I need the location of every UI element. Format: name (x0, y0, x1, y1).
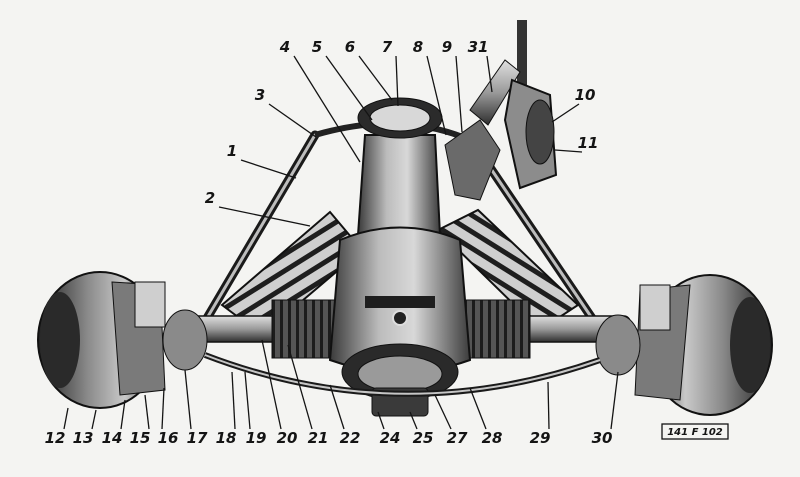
callout-leader-15 (144, 394, 150, 430)
callout-label-10: 10 (575, 86, 596, 104)
figure-code-text: 141 F 102 (667, 427, 723, 438)
callout-label-31: 31 (468, 38, 489, 56)
callout-leader-28 (469, 387, 487, 430)
callout-label-16: 16 (158, 429, 179, 447)
right-brake-drum (595, 274, 773, 416)
callout-label-5: 5 (312, 38, 322, 56)
callout-label-15: 15 (130, 429, 151, 447)
callout-leader-8 (426, 55, 447, 136)
callout-leader-31 (486, 55, 493, 93)
callout-leader-18 (231, 371, 236, 430)
drive-flange-assembly (444, 20, 558, 201)
callout-leader-29 (547, 381, 550, 430)
callout-leader-22 (329, 384, 345, 430)
leaf-springs (220, 208, 580, 337)
callout-leader-9 (455, 55, 463, 133)
callout-label-20: 20 (277, 429, 298, 447)
figure-code: 141 F 102 (661, 423, 729, 440)
callout-leader-1 (240, 159, 297, 179)
callout-label-6: 6 (345, 38, 355, 56)
callout-leader-20 (261, 339, 282, 430)
callout-label-24: 24 (380, 429, 401, 447)
callout-label-30: 30 (592, 429, 613, 447)
callout-leader-27 (434, 394, 452, 430)
callout-label-2: 2 (205, 189, 215, 207)
callout-label-3: 3 (255, 86, 265, 104)
callout-leader-17 (184, 369, 192, 430)
callout-leader-16 (161, 387, 165, 430)
callout-leader-3 (268, 103, 317, 138)
callout-leader-10 (551, 103, 580, 123)
callout-leader-11 (554, 149, 583, 153)
callout-leader-7 (395, 55, 399, 107)
callout-leader-2 (218, 206, 311, 227)
callout-leader-21 (287, 344, 313, 430)
callout-leader-25 (409, 411, 418, 430)
callout-leaders (63, 55, 619, 430)
callout-leader-14 (120, 399, 126, 430)
callout-label-19: 19 (246, 429, 267, 447)
callout-label-11: 11 (578, 134, 599, 152)
callout-label-28: 28 (482, 429, 503, 447)
callout-label-7: 7 (382, 38, 393, 56)
tie-rod (203, 352, 601, 397)
callout-leader-12 (63, 407, 69, 430)
callout-label-1: 1 (227, 142, 237, 160)
callout-leader-24 (377, 411, 385, 430)
callout-label-12: 12 (45, 429, 66, 447)
left-brake-drum (37, 271, 208, 409)
callout-label-17: 17 (187, 429, 208, 447)
callout-label-8: 8 (413, 38, 423, 56)
callout-label-4: 4 (279, 38, 290, 56)
callout-leader-30 (610, 371, 619, 430)
callout-label-29: 29 (530, 429, 551, 447)
callout-leader-19 (244, 371, 251, 430)
callout-leader-5 (325, 55, 373, 121)
callout-label-21: 21 (308, 429, 329, 447)
callout-label-13: 13 (73, 429, 94, 447)
callout-leader-13 (91, 409, 97, 430)
callout-leader-6 (358, 55, 393, 101)
callout-label-18: 18 (216, 429, 237, 447)
callout-label-27: 27 (447, 429, 468, 447)
callout-leader-4 (293, 55, 361, 163)
callout-label-25: 25 (413, 429, 434, 447)
callout-label-9: 9 (442, 38, 452, 56)
callout-label-22: 22 (340, 429, 361, 447)
callout-label-14: 14 (102, 429, 123, 447)
differential-housing (328, 97, 472, 417)
